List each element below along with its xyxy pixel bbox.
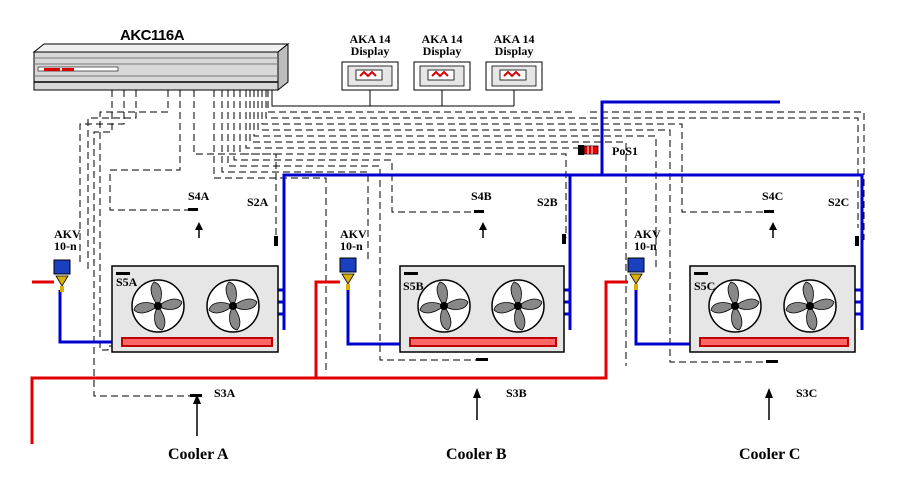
display-3-line2: Display	[494, 44, 534, 58]
display-2-label: AKA 14 Display	[414, 33, 470, 57]
cooler-b-name: Cooler B	[446, 446, 507, 463]
display-unit-1	[341, 61, 399, 91]
controller-unit	[32, 42, 290, 92]
cooler-unit-c	[689, 265, 856, 353]
expansion-valve-a	[53, 259, 71, 292]
cooler-unit-b	[399, 265, 565, 353]
sensor-s4a: S4A	[188, 189, 210, 203]
valve-c-label: AKV 10-n	[634, 228, 661, 252]
sensor-s5c: S5C	[694, 279, 716, 293]
valve-b-label: AKV 10-n	[340, 228, 367, 252]
sensor-s3b: S3B	[506, 386, 527, 400]
liquid-lines	[30, 280, 628, 444]
sensor-s5b: S5B	[403, 279, 424, 293]
display-3-line1: AKA 14	[493, 32, 535, 46]
expansion-valve-b	[339, 257, 357, 290]
controller-label: AKC116A	[120, 27, 185, 44]
pressure-sensor	[578, 145, 599, 155]
pressure-sensor-label: PoS1	[612, 144, 639, 158]
suction-lines	[58, 100, 864, 346]
cooler-unit-a	[111, 265, 279, 353]
cooler-a-name: Cooler A	[168, 446, 229, 463]
valve-b-line1: AKV	[340, 227, 367, 241]
expansion-valve-c	[627, 257, 645, 290]
display-1-label: AKA 14 Display	[342, 33, 398, 57]
sensor-s2c: S2C	[828, 195, 850, 209]
display-3-label: AKA 14 Display	[486, 33, 542, 57]
valve-b-line2: 10-n	[340, 239, 363, 253]
sensor-s4c: S4C	[762, 189, 784, 203]
display-2-line2: Display	[422, 44, 462, 58]
display-unit-2	[413, 61, 471, 91]
sensor-s3c: S3C	[796, 386, 818, 400]
airflow-arrows	[193, 222, 777, 436]
valve-a-line2: 10-n	[54, 239, 77, 253]
sensor-probes	[116, 208, 859, 397]
sensor-s2a: S2A	[247, 195, 269, 209]
sensor-s3a: S3A	[214, 386, 236, 400]
valve-c-line1: AKV	[634, 227, 661, 241]
cooler-c-name: Cooler C	[739, 446, 801, 463]
display-bus-wiring	[271, 90, 515, 107]
display-2-line1: AKA 14	[421, 32, 463, 46]
display-1-line1: AKA 14	[349, 32, 391, 46]
sensor-s4b: S4B	[471, 189, 492, 203]
valve-a-line1: AKV	[54, 227, 81, 241]
sensor-s5a: S5A	[116, 275, 138, 289]
valve-c-line2: 10-n	[634, 239, 657, 253]
display-unit-3	[485, 61, 543, 91]
signal-wiring	[79, 90, 865, 397]
valve-a-label: AKV 10-n	[54, 228, 81, 252]
display-1-line2: Display	[350, 44, 390, 58]
sensor-s2b: S2B	[537, 195, 558, 209]
